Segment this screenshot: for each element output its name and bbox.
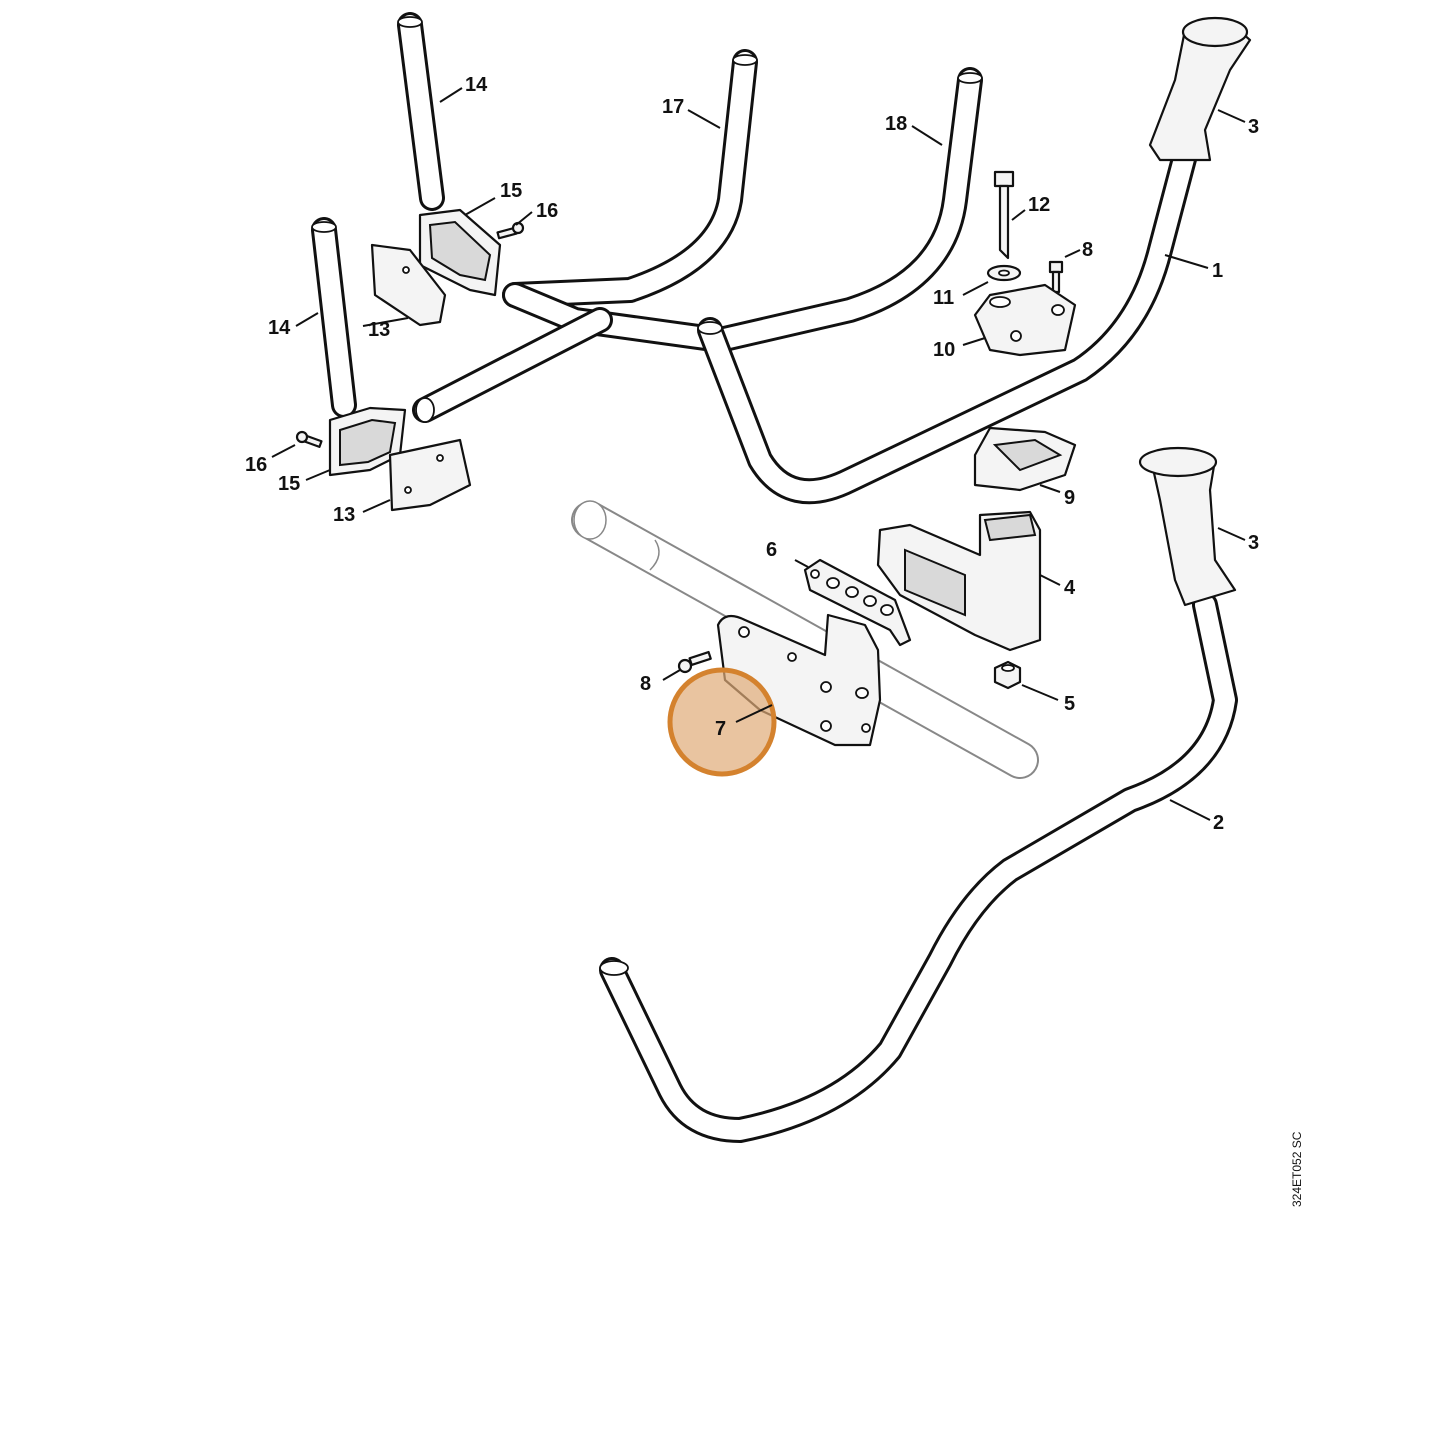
part-13-lower-cover[interactable] — [388, 438, 472, 512]
part-16-upper-screw[interactable] — [496, 221, 525, 240]
part-8-upper-screw[interactable] — [1048, 260, 1064, 294]
part-18-bent-tube[interactable] — [502, 67, 983, 353]
callout-7[interactable]: 7 — [715, 718, 726, 740]
callout-9[interactable]: 9 — [1064, 487, 1075, 509]
callout-8-lower[interactable]: 8 — [640, 673, 651, 695]
callout-labels: 1 2 3 3 4 5 6 7 8 8 9 10 11 12 13 13 14 … — [245, 74, 1259, 834]
callout-6[interactable]: 6 — [766, 539, 777, 561]
callout-15-lower[interactable]: 15 — [278, 473, 300, 495]
part-3-lower-grip[interactable] — [1138, 446, 1237, 607]
callout-14-lower[interactable]: 14 — [268, 317, 291, 339]
part-13-upper-cover[interactable] — [370, 243, 447, 327]
callout-4[interactable]: 4 — [1064, 577, 1076, 599]
callout-2[interactable]: 2 — [1213, 812, 1224, 834]
callout-16-lower[interactable]: 16 — [245, 454, 267, 476]
part-14-lower-tube[interactable] — [311, 217, 357, 418]
callout-13-lower[interactable]: 13 — [333, 504, 355, 526]
part-3-upper-grip[interactable] — [1148, 16, 1252, 162]
callout-1[interactable]: 1 — [1212, 260, 1223, 282]
shaft-tube — [571, 500, 1039, 779]
part-4-housing[interactable] — [876, 510, 1042, 652]
part-16-lower-screw[interactable] — [295, 430, 323, 448]
callout-18[interactable]: 18 — [885, 113, 907, 135]
part-8-lower-screw[interactable] — [677, 650, 712, 674]
callout-13-upper[interactable]: 13 — [368, 319, 390, 341]
callout-17[interactable]: 17 — [662, 96, 684, 118]
part-5-nut[interactable] — [993, 660, 1022, 690]
callout-16-upper[interactable]: 16 — [536, 200, 558, 222]
part-12-bolt[interactable] — [993, 170, 1015, 260]
highlight-marker — [667, 667, 777, 777]
callout-12[interactable]: 12 — [1028, 194, 1050, 216]
callout-8-upper[interactable]: 8 — [1082, 239, 1093, 261]
part-10-clamp[interactable] — [973, 283, 1077, 357]
part-7-bracket[interactable] — [716, 613, 882, 747]
cross-tube — [412, 307, 613, 423]
part-17-bent-tube[interactable] — [502, 49, 758, 308]
callout-10[interactable]: 10 — [933, 339, 955, 361]
part-2-lower-handle[interactable] — [599, 592, 1238, 1143]
callout-3-lower[interactable]: 3 — [1248, 532, 1259, 554]
part-9-clamp[interactable] — [973, 426, 1077, 492]
callout-14-upper[interactable]: 14 — [465, 74, 488, 96]
callout-3-upper[interactable]: 3 — [1248, 116, 1259, 138]
part-6-plate[interactable] — [803, 558, 912, 647]
part-1-handle-bar[interactable] — [697, 142, 1198, 505]
leader-lines — [271, 87, 1246, 821]
callout-15-upper[interactable]: 15 — [500, 180, 522, 202]
part-15-upper-clamp[interactable] — [418, 208, 502, 297]
part-11-washer[interactable] — [986, 264, 1022, 282]
part-14-upper-tube[interactable] — [397, 12, 445, 211]
diagram-reference-code: 324ET052 SC — [1290, 1131, 1304, 1207]
callout-11[interactable]: 11 — [933, 287, 954, 309]
callout-5[interactable]: 5 — [1064, 693, 1075, 715]
